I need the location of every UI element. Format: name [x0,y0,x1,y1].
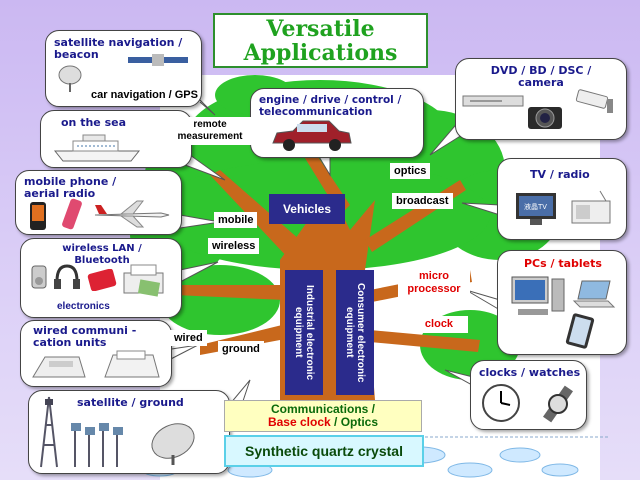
base-applications-box: Communications / Base clock / Optics [224,400,422,432]
callout-title: mobile phone / aerial radio [24,175,117,200]
callout-pcs-tablets: PCs / tablets [497,250,627,355]
printer-icon [123,264,164,297]
label-vehicles: Vehicles [269,194,345,224]
callout-title: on the sea [61,116,127,129]
tablet-icon [565,313,595,349]
label-ground: ground [218,341,264,357]
label-microprocessor: micro processor [398,268,470,298]
car-icon [272,120,352,151]
callout-title: satellite / ground [77,396,184,409]
radio-tower-icon [40,396,58,468]
desktop-pc-icon [511,276,565,315]
game-console-icon [87,269,117,291]
callout-title: TV / radio [530,168,590,181]
callout-satellite-ground: satellite / ground [28,390,230,474]
flip-phone-icon [62,198,82,230]
laptop-icon [572,280,616,308]
camera-icon [528,107,562,129]
callout-subtitle: electronics [57,301,110,312]
mobile-phone-icon [30,202,46,230]
callout-mobile-phone: mobile phone / aerial radio [15,170,182,235]
label-optics: optics [390,163,431,179]
telephone-icon [32,356,86,378]
base-line-2: Base clock / Optics [225,416,421,429]
title-line-1: Versatile [266,16,375,42]
callout-title: wireless LAN / Bluetooth [62,243,142,266]
wristwatch-icon [543,385,573,423]
music-player-icon [31,265,47,289]
label-mobile: mobile [214,212,258,228]
label-clock: clock [410,316,468,333]
diagram-title: Versatile Applications [213,13,428,68]
fax-machine-icon [104,350,160,378]
gps-antenna-icon [58,65,82,92]
base-line-1: Communications / [270,402,375,416]
ship-icon [53,134,141,162]
title-line-2: Applications [243,40,398,66]
base-clock-text: Base clock [267,415,331,429]
callout-tv-radio: TV / radio 液晶TV [497,158,627,240]
callout-engine-drive: engine / drive / control / telecommunica… [250,88,424,158]
callout-wired-communication: wired communi - cation units [20,320,172,387]
security-camera-icon [575,89,613,113]
callout-clocks-watches: clocks / watches [470,360,587,430]
callout-title: clocks / watches [479,366,581,379]
callout-dvd-camera: DVD / BD / DSC / camera [455,58,627,140]
callout-title: engine / drive / control / telecommunica… [259,94,402,118]
trunk-industrial-equipment: Industrial electronic equipment [285,270,323,395]
base-separator: / [330,415,341,429]
label-wired: wired [170,330,207,346]
label-remote-measurement: remote measurement [168,117,252,145]
tv-screen-text: 液晶TV [524,204,547,211]
callout-title: PCs / tablets [524,257,602,270]
quartz-crystal-box: Synthetic quartz crystal [224,435,424,467]
callout-title: satellite navigation / beacon [54,36,183,61]
base-optics-text: Optics [340,415,379,429]
callout-on-the-sea: on the sea [40,110,192,168]
label-wireless: wireless [208,238,260,254]
callout-satellite-navigation: satellite navigation / beacon car naviga… [45,30,202,107]
satellite-icon [128,54,188,66]
headphones-icon [54,264,80,289]
radio-icon [571,190,611,224]
satellite-dish-icon [151,423,195,465]
wall-clock-icon [482,384,520,422]
antenna-array-icon [71,423,123,467]
callout-title: wired communi - cation units [33,324,137,349]
tv-icon [516,193,556,225]
label-broadcast: broadcast [392,193,453,209]
callout-subtitle: car navigation / GPS [91,89,198,101]
trunk-consumer-equipment: Consumer electronic equipment [336,270,374,395]
airplane-icon [94,200,170,228]
dvd-player-icon [462,95,524,107]
callout-wireless-lan: wireless LAN / Bluetooth electronics [20,238,182,318]
callout-title: DVD / BD / DSC / camera [490,64,592,89]
